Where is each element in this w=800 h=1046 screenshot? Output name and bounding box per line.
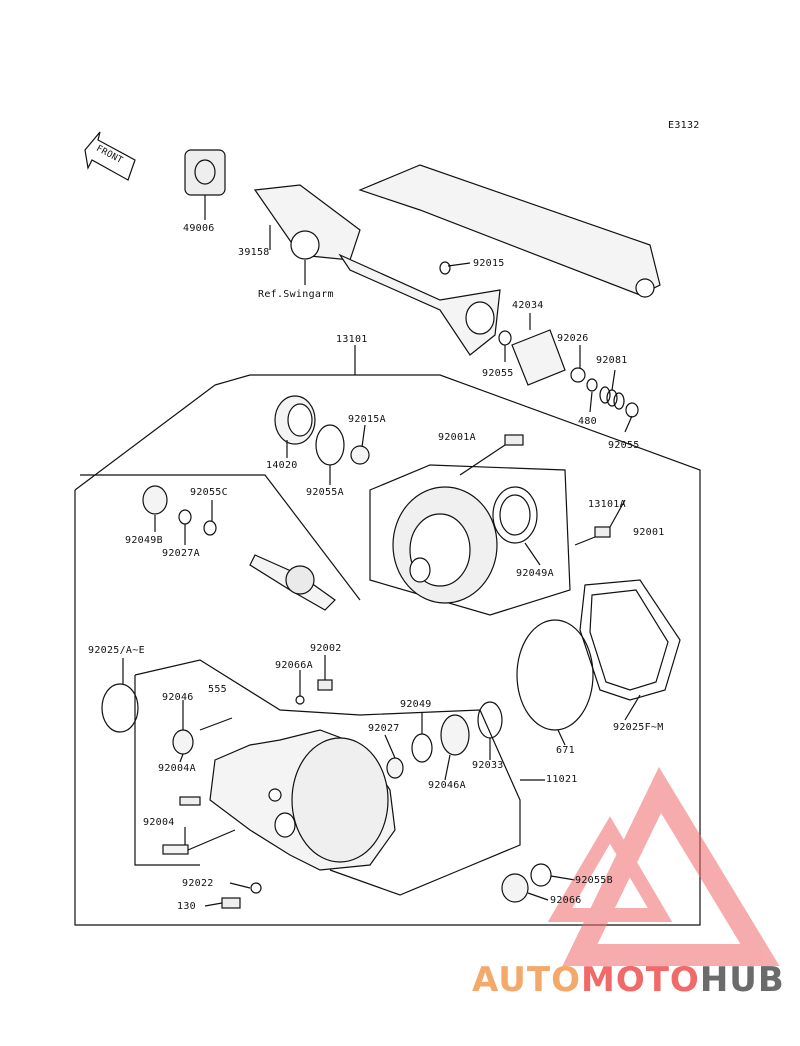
part-label-92025-f-m: 92025F~M xyxy=(613,722,664,733)
part-label-92027: 92027 xyxy=(368,723,400,734)
part-label-92027A: 92027A xyxy=(162,548,200,559)
part-label-13101: 13101 xyxy=(336,334,368,345)
part-label-92081: 92081 xyxy=(596,355,628,366)
part-label-92046A: 92046A xyxy=(428,780,466,791)
watermark-text: AUTOMOTOHUB xyxy=(472,960,785,1000)
swingarm-icon xyxy=(253,164,661,356)
pinion-gear-icon xyxy=(249,554,336,611)
part-label-92049: 92049 xyxy=(400,699,432,710)
part-label-92022: 92022 xyxy=(182,878,214,889)
part-label-13101A: 13101A xyxy=(588,499,626,510)
part-label-92055C: 92055C xyxy=(190,487,228,498)
watermark-part-auto: AUTO xyxy=(472,960,581,1000)
part-label-11021: 11021 xyxy=(546,774,578,785)
part-label-39158: 39158 xyxy=(238,247,270,258)
part-label-92001: 92001 xyxy=(633,527,665,538)
part-label-130: 130 xyxy=(177,901,196,912)
part-label-92055-top: 92055 xyxy=(482,368,514,379)
watermark-part-hub: HUB xyxy=(699,960,785,1000)
part-label-49006: 49006 xyxy=(183,223,215,234)
part-label-92066: 92066 xyxy=(550,895,582,906)
part-label-92001A: 92001A xyxy=(438,432,476,443)
part-label-92033: 92033 xyxy=(472,760,504,771)
reference-label: Ref.Swingarm xyxy=(258,289,334,300)
part-label-92066A: 92066A xyxy=(275,660,313,671)
part-label-480: 480 xyxy=(578,416,597,427)
part-label-14020: 14020 xyxy=(266,460,298,471)
part-label-555: 555 xyxy=(208,684,227,695)
front-arrow-icon xyxy=(84,131,136,181)
watermark-part-moto: MOTO xyxy=(580,960,700,1000)
part-label-92049A: 92049A xyxy=(516,568,554,579)
final-gear-housing-icon xyxy=(209,729,396,871)
diagram-code: E3132 xyxy=(668,120,700,131)
part-label-92015A: 92015A xyxy=(348,414,386,425)
bearing-14020-icon xyxy=(274,395,316,445)
part-label-92055-right: 92055 xyxy=(608,440,640,451)
part-label-42034: 42034 xyxy=(512,300,544,311)
shaft-42034-icon xyxy=(511,329,566,386)
hub-49006-icon xyxy=(184,149,226,220)
part-label-92055B: 92055B xyxy=(575,875,613,886)
part-label-92026: 92026 xyxy=(557,333,589,344)
part-label-92015: 92015 xyxy=(473,258,505,269)
gasket-92025fm-icon xyxy=(579,579,681,701)
ring-gear-icon xyxy=(392,486,498,604)
part-label-92025-a-e: 92025/A~E xyxy=(88,645,145,656)
spring-92081-icon xyxy=(599,386,625,410)
watermark-logo-icon xyxy=(547,767,780,966)
part-label-92055A: 92055A xyxy=(306,487,344,498)
part-label-92046: 92046 xyxy=(162,692,194,703)
part-label-92049B: 92049B xyxy=(125,535,163,546)
part-label-92004: 92004 xyxy=(143,817,175,828)
part-label-671: 671 xyxy=(556,745,575,756)
part-label-92004A: 92004A xyxy=(158,763,196,774)
part-label-92002: 92002 xyxy=(310,643,342,654)
